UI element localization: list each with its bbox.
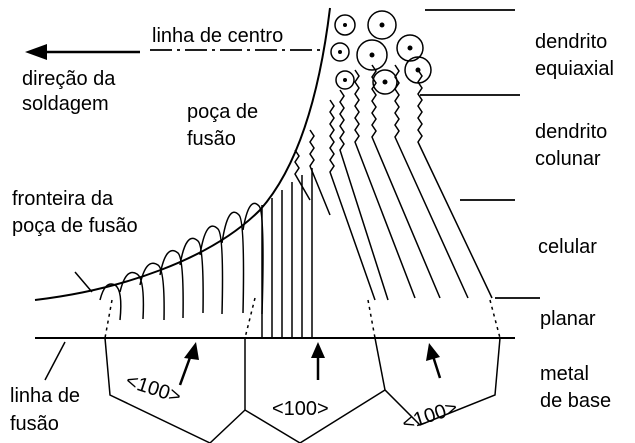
orientation-label-right: <100> [400,397,461,435]
weld-direction-arrowhead [25,44,47,60]
fusion-line-leader [44,341,66,381]
boundary-label-1: fronteira da [12,188,114,210]
growth-arrows [178,342,442,386]
zone-cellular-label: celular [538,236,597,258]
boundary-label-2: poça de fusão [12,215,138,237]
center-line-label: linha de centro [152,25,283,47]
zone-equiaxed-label-1: dendrito [535,31,607,53]
equiaxed-dendrite-dots [338,22,421,85]
base-metal-grains [104,337,501,443]
columnar-dendrites [294,64,493,301]
pool-label-2: fusão [187,128,236,150]
zone-columnar-label-2: colunar [535,148,601,170]
fusion-pool-boundary [34,7,331,301]
columnar-cells [261,168,313,338]
pool-label-1: poça de [187,101,258,123]
zone-base-label-2: de base [540,390,611,412]
boundary-leader [74,271,93,293]
equiaxed-dendrites [330,10,432,95]
orientation-label-middle: <100> [272,398,329,420]
weld-direction-label-2: soldagem [22,93,109,115]
zone-columnar-label-1: dendrito [535,121,607,143]
zone-equiaxed-label-2: equiaxial [535,58,614,80]
orientation-label-left: <100> [123,370,184,408]
fusion-line-label-2: fusão [10,413,59,435]
zone-separators [420,9,540,299]
cellular-front [99,202,264,321]
zone-planar-label: planar [540,308,596,330]
zone-base-label-1: metal [540,363,589,385]
weld-direction-label-1: direção da [22,68,116,90]
fusion-line-label-1: linha de [10,385,80,407]
